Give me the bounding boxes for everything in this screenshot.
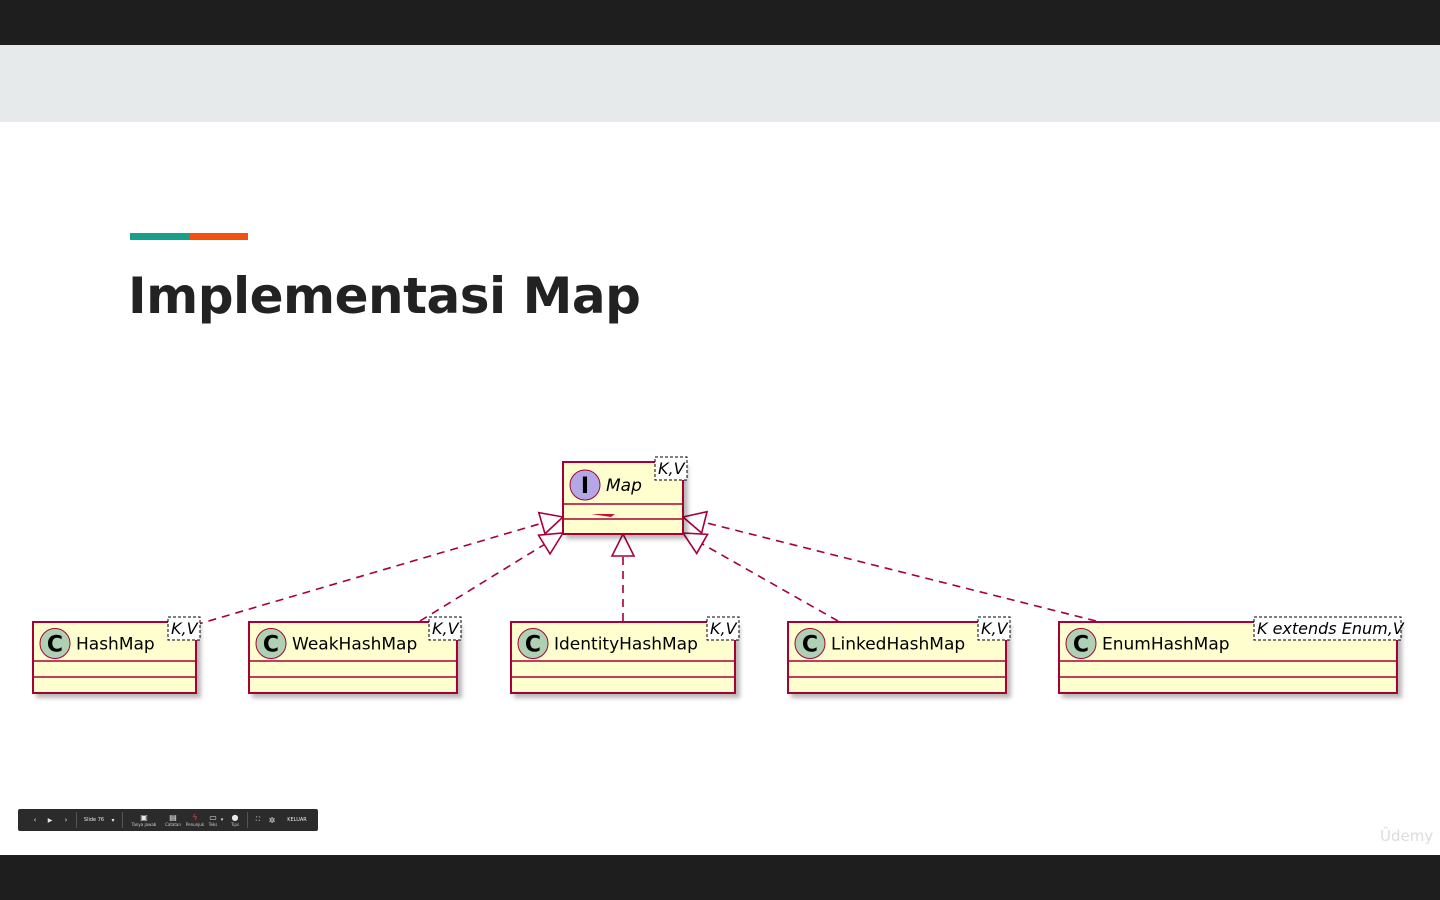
class-weakhashmap-name: WeakHashMap xyxy=(292,635,417,655)
dashed-line xyxy=(194,522,543,626)
info-button[interactable]: ● Tips xyxy=(228,809,242,831)
presentation-toolbar: ‹ ▶ › Slide 76 ▾ ▣ Tanya jawab ▤ Catatan… xyxy=(18,809,318,831)
interface-badge-icon xyxy=(569,469,601,501)
class-linkedhashmap-body xyxy=(787,621,1007,694)
generic-params-label: K,V xyxy=(432,619,460,638)
generic-params-label: K,V xyxy=(981,619,1009,638)
pointer-label: Penunjuk xyxy=(185,821,205,827)
exit-button[interactable]: KELUAR xyxy=(287,817,307,823)
realization-edge-identityhashmap xyxy=(610,532,636,621)
generic-params-box xyxy=(654,456,688,481)
stereotype-letter: C xyxy=(525,633,541,658)
notes-icon: ▤ xyxy=(169,812,177,822)
captions-button[interactable]: ▭ Teks xyxy=(206,809,220,831)
captions-icon: ▭ xyxy=(209,812,217,822)
fullscreen-icon[interactable]: ⛶ xyxy=(255,816,261,823)
generic-params-box xyxy=(706,616,740,641)
generic-params-label: K extends Enum,V xyxy=(1257,619,1405,638)
pointer-button[interactable]: ϟ Penunjuk xyxy=(184,809,206,831)
chevron-left-icon[interactable]: ‹ xyxy=(33,816,37,824)
title-accent-orange xyxy=(190,233,248,240)
laser-pointer-icon: ϟ xyxy=(192,812,198,822)
hollow-arrowhead-icon xyxy=(537,511,565,536)
class-linkedhashmap: C LinkedHashMap K,V xyxy=(787,616,1011,694)
realization-edge-weakhashmap xyxy=(419,532,565,622)
stereotype-letter: C xyxy=(47,633,63,658)
dashed-line xyxy=(419,543,545,622)
class-weakhashmap: C WeakHashMap K,V xyxy=(248,616,462,694)
chevron-down-icon[interactable]: ▾ xyxy=(111,816,115,824)
chevron-down-icon[interactable]: ▾ xyxy=(220,817,224,823)
slide-header-band xyxy=(0,45,1440,122)
class-badge-icon xyxy=(255,628,287,659)
class-linkedhashmap-name: LinkedHashMap xyxy=(831,635,965,655)
play-icon[interactable]: ▶ xyxy=(47,816,53,824)
class-hashmap: C HashMap K,V xyxy=(32,616,201,694)
field-marker-icon xyxy=(591,514,615,517)
class-identityhashmap: C IdentityHashMap K,V xyxy=(510,616,740,694)
hollow-arrowhead-icon xyxy=(681,532,709,555)
info-icon: ● xyxy=(231,812,239,822)
qa-button[interactable]: ▣ Tanya jawab xyxy=(128,809,160,831)
slide-title: Implementasi Map xyxy=(128,267,641,325)
slide-number[interactable]: Slide 76 xyxy=(83,817,105,823)
info-label: Tips xyxy=(230,821,240,827)
chat-icon: ▣ xyxy=(140,812,148,822)
dashed-line xyxy=(701,543,839,622)
toolbar-divider xyxy=(76,812,77,828)
realization-edge-linkedhashmap xyxy=(681,532,839,622)
generic-params-label: K,V xyxy=(710,619,738,638)
generic-params-box xyxy=(167,616,201,641)
captions-label: Teks xyxy=(208,821,218,827)
hollow-arrowhead-icon xyxy=(681,510,709,535)
stereotype-letter: C xyxy=(263,633,279,658)
stereotype-letter: I xyxy=(581,474,589,499)
class-badge-icon xyxy=(1065,628,1097,659)
generic-params-label: K,V xyxy=(171,619,199,638)
gear-icon[interactable]: ✲ xyxy=(268,815,276,825)
generic-params-label: K,V xyxy=(658,459,686,478)
class-enumhashmap: C EnumHashMap K extends Enum,V xyxy=(1058,616,1405,694)
top-letterbox xyxy=(0,0,1440,45)
hollow-arrowhead-icon xyxy=(537,532,565,556)
bottom-letterbox xyxy=(0,855,1440,900)
class-badge-icon xyxy=(39,628,71,659)
toolbar-divider xyxy=(122,812,123,828)
realization-edge-enumhashmap xyxy=(681,510,1097,622)
notes-button[interactable]: ▤ Catatan xyxy=(162,809,184,831)
class-weakhashmap-body xyxy=(248,621,458,694)
generic-params-box xyxy=(428,616,462,641)
toolbar-divider xyxy=(247,812,248,828)
class-badge-icon xyxy=(794,628,826,659)
class-identityhashmap-body xyxy=(510,621,736,694)
class-enumhashmap-name: EnumHashMap xyxy=(1102,635,1230,655)
qa-label: Tanya jawab xyxy=(131,821,157,827)
title-accent-teal xyxy=(130,233,190,240)
notes-label: Catatan xyxy=(165,821,181,827)
udemy-watermark: Ûdemy xyxy=(1380,827,1434,845)
class-hashmap-name: HashMap xyxy=(76,635,155,655)
interface-map-name: Map xyxy=(606,476,642,496)
dashed-line xyxy=(704,521,1097,622)
stereotype-letter: C xyxy=(802,633,818,658)
generic-params-box xyxy=(1253,616,1402,641)
generic-params-box xyxy=(977,616,1011,641)
realization-edges xyxy=(194,510,1097,626)
interface-map: I Map K,V xyxy=(562,456,688,535)
realization-edge-hashmap xyxy=(194,511,565,626)
class-identityhashmap-name: IdentityHashMap xyxy=(554,635,698,655)
hollow-arrowhead-icon xyxy=(610,532,636,557)
class-badge-icon xyxy=(517,628,549,659)
chevron-right-icon[interactable]: › xyxy=(64,816,68,824)
stereotype-letter: C xyxy=(1073,633,1089,658)
